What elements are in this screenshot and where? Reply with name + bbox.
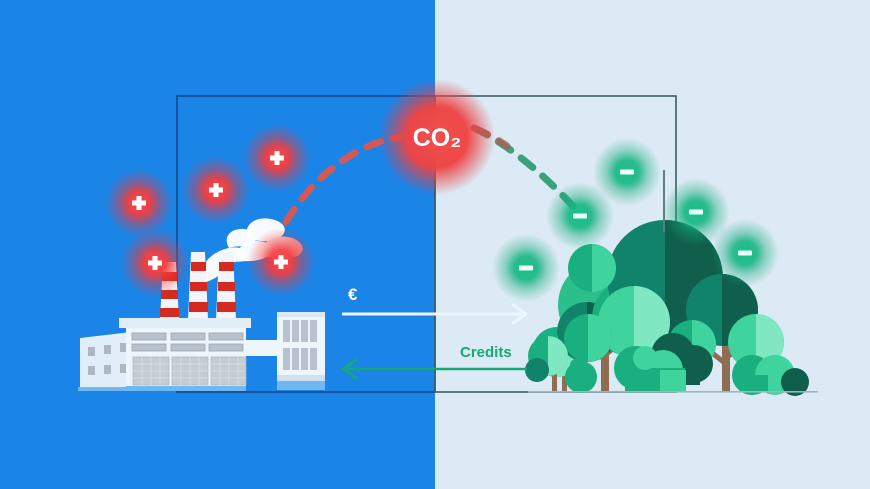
smokestack bbox=[188, 252, 208, 320]
credits-flow: Credits bbox=[341, 344, 527, 380]
ground-line bbox=[528, 391, 818, 393]
emission-particle bbox=[182, 156, 250, 224]
bush bbox=[614, 346, 686, 392]
emission-particle bbox=[247, 228, 315, 296]
forest bbox=[525, 170, 818, 396]
tree bbox=[564, 314, 612, 392]
money-flow: € bbox=[342, 285, 528, 325]
factory bbox=[78, 218, 325, 391]
absorption-particles bbox=[492, 138, 779, 302]
emission-particles bbox=[105, 124, 315, 297]
co2-label: CO₂ bbox=[413, 124, 462, 152]
factory-corridor bbox=[243, 340, 283, 356]
smokestack bbox=[216, 252, 236, 320]
absorption-particle bbox=[492, 234, 560, 302]
emission-particle bbox=[121, 229, 189, 297]
absorption-particle bbox=[711, 219, 779, 287]
tree bbox=[568, 244, 616, 292]
absorption-particle bbox=[546, 182, 614, 250]
factory-tower bbox=[277, 312, 325, 390]
money-flow-label: € bbox=[348, 285, 358, 304]
emission-particle bbox=[243, 124, 311, 192]
factory-main bbox=[119, 318, 251, 391]
factory-annex bbox=[78, 332, 133, 391]
absorption-particle bbox=[662, 178, 730, 246]
tree bbox=[668, 274, 784, 392]
credits-flow-label: Credits bbox=[460, 344, 512, 361]
emission-particle bbox=[105, 169, 173, 237]
bush bbox=[732, 355, 809, 396]
absorption-particle bbox=[593, 138, 661, 206]
emission-arc bbox=[282, 133, 404, 226]
co2-bubble: CO₂ bbox=[379, 79, 495, 195]
bush bbox=[525, 358, 549, 382]
background-left bbox=[0, 0, 435, 489]
bush bbox=[565, 359, 597, 393]
